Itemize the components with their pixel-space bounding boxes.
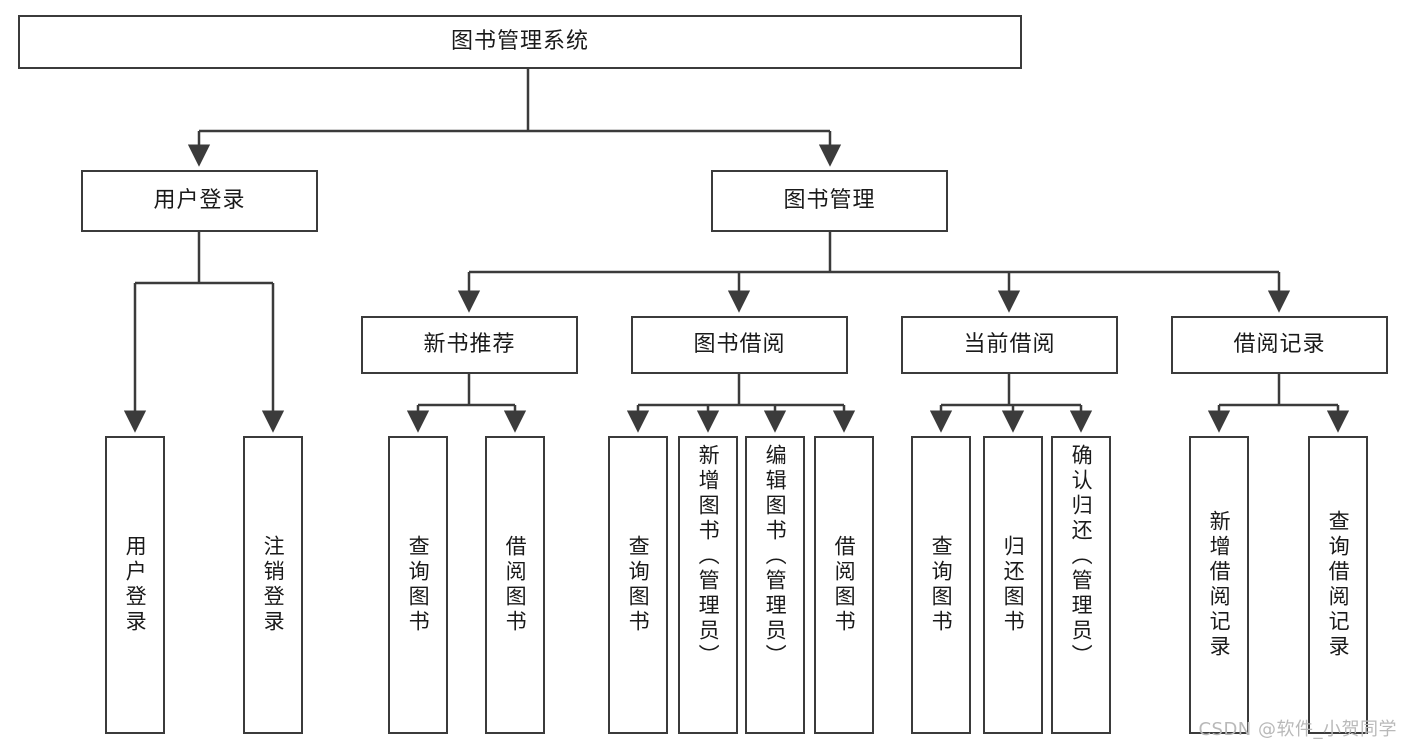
node-leaf-query-book-3[interactable]: 查询图书 [911,436,971,734]
node-leaf-query-book-1-label: 查询图书 [406,535,431,635]
node-leaf-query-book-2[interactable]: 查询图书 [608,436,668,734]
node-root-label: 图书管理系统 [450,28,589,54]
node-new-book-recommend[interactable]: 新书推荐 [361,316,578,374]
node-leaf-add-book-label: 新增图书（管理员） [696,444,721,669]
node-current-borrow[interactable]: 当前借阅 [901,316,1118,374]
node-leaf-query-borrow-record-label: 查询借阅记录 [1326,510,1351,660]
node-root[interactable]: 图书管理系统 [18,15,1022,69]
node-current-borrow-label: 当前借阅 [963,331,1056,357]
node-borrow-records-label: 借阅记录 [1233,331,1326,357]
node-leaf-query-borrow-record[interactable]: 查询借阅记录 [1308,436,1368,734]
node-book-management[interactable]: 图书管理 [711,170,948,232]
node-leaf-add-book[interactable]: 新增图书（管理员） [678,436,738,734]
node-user-login-label: 用户登录 [153,187,246,213]
node-leaf-query-book-1[interactable]: 查询图书 [388,436,448,734]
node-leaf-borrow-book-2[interactable]: 借阅图书 [814,436,874,734]
node-leaf-return-book[interactable]: 归还图书 [983,436,1043,734]
node-leaf-add-borrow-record-label: 新增借阅记录 [1207,510,1232,660]
node-leaf-user-login[interactable]: 用户登录 [105,436,165,734]
node-new-book-recommend-label: 新书推荐 [423,331,516,357]
node-leaf-confirm-return-label: 确认归还（管理员） [1069,444,1094,669]
node-leaf-user-logout[interactable]: 注销登录 [243,436,303,734]
node-leaf-query-book-2-label: 查询图书 [626,535,651,635]
node-leaf-borrow-book-2-label: 借阅图书 [832,535,857,635]
node-book-management-label: 图书管理 [783,187,876,213]
csdn-watermark: CSDN @软件_小贺同学 [1198,719,1397,740]
node-leaf-edit-book-label: 编辑图书（管理员） [763,444,788,669]
node-leaf-edit-book[interactable]: 编辑图书（管理员） [745,436,805,734]
node-user-login[interactable]: 用户登录 [81,170,318,232]
node-leaf-borrow-book-1-label: 借阅图书 [503,535,528,635]
node-leaf-user-login-label: 用户登录 [123,535,148,635]
node-leaf-add-borrow-record[interactable]: 新增借阅记录 [1189,436,1249,734]
node-leaf-query-book-3-label: 查询图书 [929,535,954,635]
node-leaf-borrow-book-1[interactable]: 借阅图书 [485,436,545,734]
node-leaf-user-logout-label: 注销登录 [261,535,286,635]
node-leaf-return-book-label: 归还图书 [1001,535,1026,635]
node-borrow-records[interactable]: 借阅记录 [1171,316,1388,374]
node-leaf-confirm-return[interactable]: 确认归还（管理员） [1051,436,1111,734]
node-book-borrow-label: 图书借阅 [693,331,786,357]
node-book-borrow[interactable]: 图书借阅 [631,316,848,374]
